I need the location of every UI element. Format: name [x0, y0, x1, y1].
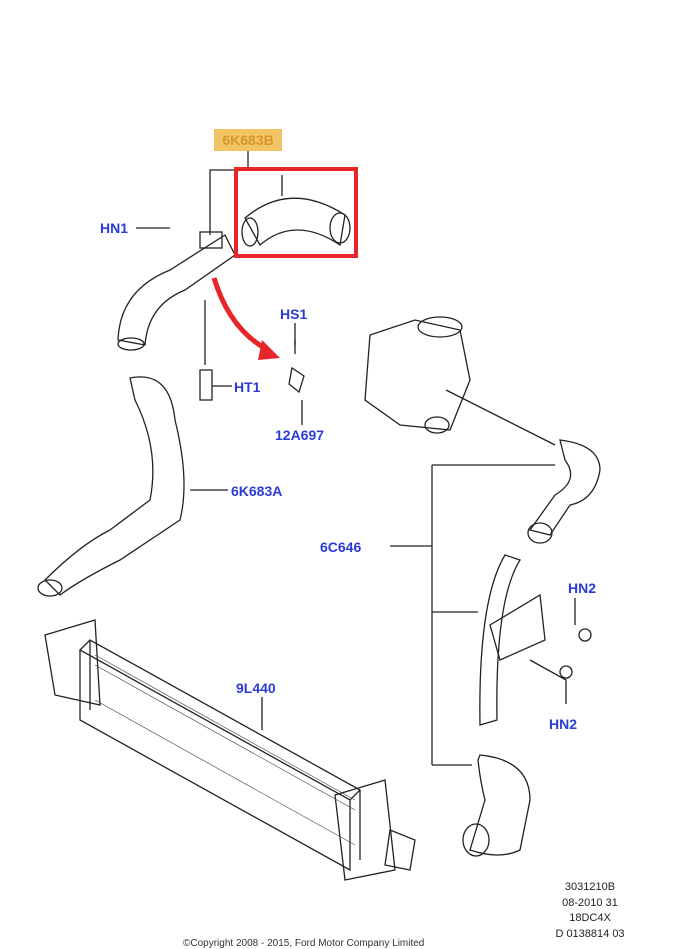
throttle-body: [364, 319, 471, 431]
part-tag-6k683b[interactable]: 6K683B: [214, 129, 282, 151]
hose-6c646-upper: [528, 439, 601, 536]
hose-6c646-lower: [469, 754, 531, 856]
highlight-box: [234, 167, 358, 258]
pipe-upper: [117, 234, 236, 346]
copyright: ©Copyright 2008 - 2015, Ford Motor Compa…: [183, 938, 425, 949]
label-hn2-top[interactable]: HN2: [568, 580, 597, 596]
label-6k683a[interactable]: 6K683A: [231, 483, 283, 499]
intercooler-9l440: [78, 639, 362, 872]
label-9l440[interactable]: 9L440: [236, 680, 276, 696]
meta-line: 3031210B: [564, 881, 616, 893]
meta-line: 08-2010 31: [562, 896, 618, 909]
hose-6k683b: [244, 197, 346, 247]
label-6c646[interactable]: 6C646: [320, 539, 362, 555]
drawing-metadata: 3031210B 08-2010 31 18DC4X D 0138814 03: [540, 880, 640, 942]
label-12a697[interactable]: 12A697: [275, 427, 325, 443]
label-ht1[interactable]: HT1: [234, 379, 261, 395]
pipe-6c646-mid: [479, 554, 521, 726]
label-hn1[interactable]: HN1: [100, 220, 129, 236]
label-hs1[interactable]: HS1: [280, 306, 308, 322]
pipe-6k683a: [44, 376, 185, 596]
label-hn2-bottom[interactable]: HN2: [549, 716, 578, 732]
meta-line: 18DC4X: [569, 912, 611, 924]
meta-line: D 0138814 03: [555, 927, 625, 940]
leader-6k683b: [209, 151, 249, 235]
red-arrow: [211, 277, 270, 353]
